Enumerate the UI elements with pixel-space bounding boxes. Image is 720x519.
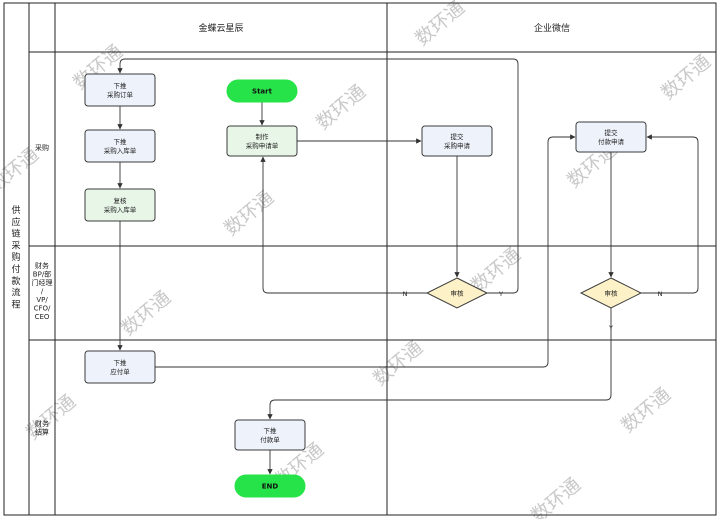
node-box — [84, 188, 156, 222]
title-char: 程 — [11, 299, 20, 310]
title-char: 应 — [11, 216, 20, 228]
lane-label-line: CFO/ — [34, 305, 51, 313]
node-label: 下推 — [114, 81, 128, 90]
title-char: 链 — [11, 228, 20, 240]
node-label: 制作 — [256, 132, 270, 141]
lane-label-line: 采购 — [35, 143, 49, 152]
watermark-text: 数环通 — [527, 474, 585, 519]
node-box — [84, 350, 156, 384]
node-label: END — [262, 482, 279, 490]
node-label: 应付单 — [110, 367, 130, 376]
lane-label-line: CEO — [35, 313, 50, 321]
watermark-text: 数环通 — [220, 187, 278, 241]
edge-label-d2-no: N — [658, 290, 663, 298]
node-box — [234, 419, 306, 451]
edge-d1-no — [260, 156, 427, 294]
node-label: 采购入库单 — [104, 146, 137, 155]
edge-d2-yes — [267, 308, 612, 420]
edge-labels: N Y N Y — [403, 290, 663, 332]
node-label: 下推 — [264, 426, 278, 435]
node-box — [575, 121, 647, 153]
node-label: Start — [252, 87, 273, 95]
node-terminal — [226, 79, 298, 103]
watermark-text: 数环通 — [369, 337, 427, 391]
edge-label-d1-yes: Y — [498, 290, 503, 298]
lane-label-line: BP/部 — [33, 270, 51, 279]
lane-label-line: 结算 — [35, 428, 49, 437]
node-terminal — [234, 474, 306, 498]
node-label: 付款单 — [260, 435, 280, 444]
watermark-text: 数环通 — [617, 384, 675, 438]
node-d2: 审核 — [579, 277, 643, 309]
edge-d2-no — [641, 134, 699, 294]
node-box — [84, 73, 156, 107]
title-char: 款 — [11, 275, 20, 287]
node-decision — [579, 277, 643, 309]
node-label: 采购申请 — [444, 141, 471, 150]
title-char: 采 — [11, 240, 20, 251]
title-char: 付 — [11, 264, 20, 275]
node-label: 下推 — [114, 358, 128, 367]
lane-label-line: VP/ — [36, 296, 48, 304]
node-label: 审核 — [451, 288, 465, 297]
node-label: 复核 — [114, 196, 128, 205]
node-box — [84, 129, 156, 163]
node-label: 审核 — [605, 288, 619, 297]
node-label: 下推 — [114, 137, 128, 146]
node-d1: 审核 — [425, 277, 489, 309]
lane-label-purchase: 采购 — [35, 143, 49, 152]
watermark-text: 数环通 — [22, 391, 80, 445]
watermark-text: 数环通 — [312, 81, 370, 135]
edge-label-d2-yes: Y — [608, 324, 613, 332]
watermark-text: 数环通 — [117, 287, 175, 341]
watermark-text: 数环通 — [657, 51, 715, 105]
node-end: END — [234, 474, 306, 498]
watermark-text: 数环通 — [411, 0, 469, 50]
nodes: 下推采购订单下推采购入库单复核采购入库单Start制作采购申请单提交采购申请提交… — [84, 73, 647, 498]
node-label: 付款申请 — [598, 137, 625, 146]
node-start: Start — [226, 79, 298, 103]
node-label: 提交 — [605, 128, 619, 137]
node-box — [226, 125, 298, 157]
lane-label-line: 财务 — [35, 261, 49, 270]
title-char: 供 — [11, 204, 20, 216]
title-char: 购 — [11, 251, 20, 263]
lane-label-line: 财务 — [35, 419, 49, 428]
node-label: 提交 — [451, 132, 465, 141]
title-char: 流 — [11, 287, 20, 299]
swimlane-grid — [3, 2, 717, 516]
lane-label-line: / — [41, 288, 44, 296]
edge-label-d1-no: N — [403, 290, 408, 298]
lane-label-line: 门经理 — [32, 278, 53, 287]
node-label: 采购订单 — [107, 90, 134, 99]
edge-ap-sub2 — [155, 134, 576, 368]
node-label: 采购申请单 — [246, 141, 279, 150]
edge-d1-yes — [117, 58, 519, 294]
column-header-kingdee: 金蝶云星辰 — [198, 22, 243, 34]
node-decision — [425, 277, 489, 309]
node-label: 采购入库单 — [104, 205, 137, 214]
node-box — [421, 125, 493, 157]
edges — [117, 58, 699, 475]
column-header-wecom: 企业微信 — [534, 22, 570, 34]
